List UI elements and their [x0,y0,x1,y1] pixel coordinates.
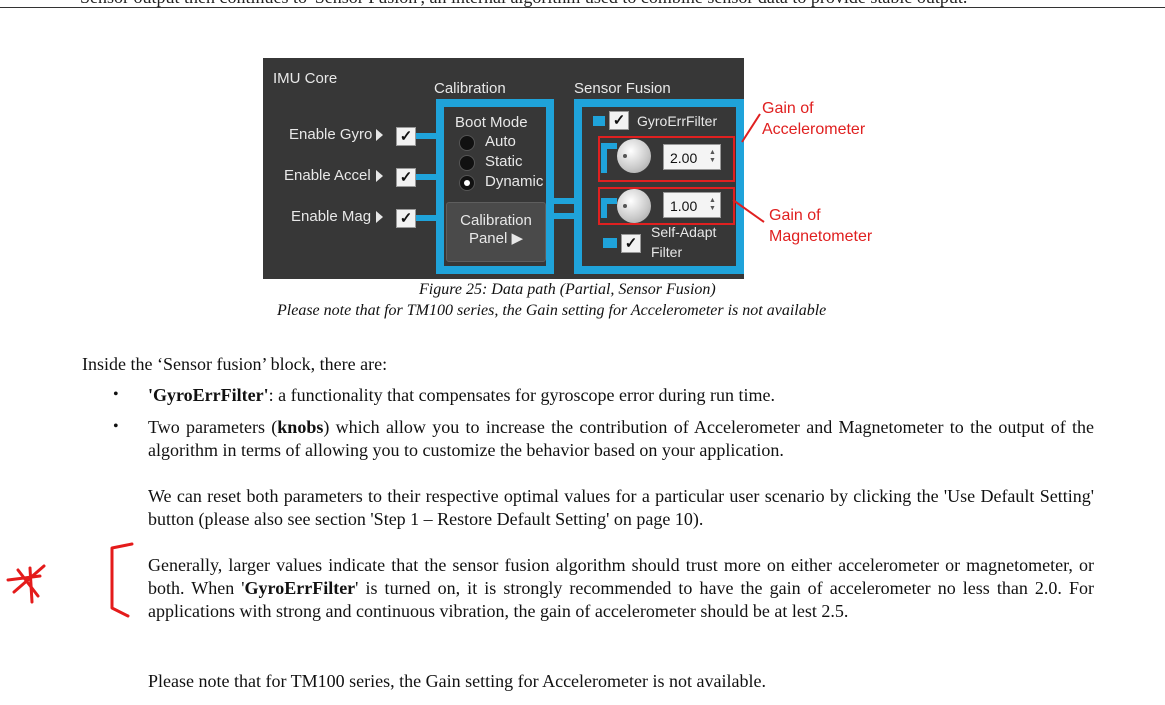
connector-mag [416,215,436,221]
connector-mag-gain [601,198,617,204]
handwritten-star-bracket-mark [6,542,134,618]
connector-mag-gain-v [601,198,607,218]
enable-mag-checkbox[interactable]: ✓ [396,209,416,228]
gyro-filter-label: GyroErrFilter [637,113,718,129]
arrow-right-icon [376,211,383,223]
connector-filter [593,116,605,126]
paragraph-note: Please note that for TM100 series, the G… [148,671,766,691]
accel-leader-line [741,113,761,143]
self-adapt-checkbox[interactable]: ✓ [621,234,641,253]
option-static: Static [485,153,523,170]
accel-annotation-line1: Gain of [762,100,814,117]
mark-stroke [28,566,34,604]
mark-stroke [16,568,40,598]
mag-gain-highlight [598,187,735,225]
connector-accel-gain [601,143,607,173]
mag-gain-input[interactable]: 1.00 ▲▼ [663,192,721,218]
mag-annotation-line2: Magnetometer [769,228,873,245]
bullet-1-text: : a functionality that compensates for g… [268,385,775,405]
calibration-panel-line1: Calibration [460,212,532,229]
top-text-fragment: Sensor output then continues to 'Sensor … [80,0,967,8]
connector-accel [416,174,436,180]
self-adapt-line1: Self-Adapt [651,224,717,240]
bullet-2-marker: • [113,418,119,435]
bullet-1-name: 'GyroErrFilter' [148,385,269,405]
gyro-filter-checkbox[interactable]: ✓ [609,111,629,130]
connector-mid-1 [554,198,574,204]
bullet-2: Two parameters (knobs) which allow you t… [148,416,1094,462]
paragraph-reset: We can reset both parameters to their re… [148,486,1094,529]
spinner-icon[interactable]: ▲▼ [709,197,716,212]
enable-mag-label: Enable Mag [291,208,372,225]
arrow-right-icon [376,170,383,182]
radio-auto[interactable] [459,135,475,151]
bullet-2-bold: knobs [277,417,324,437]
accel-gain-input[interactable]: 2.00 ▲▼ [663,144,721,170]
radio-dynamic[interactable] [459,175,475,191]
enable-accel-checkbox[interactable]: ✓ [396,168,416,187]
calibration-panel-line2: Panel ▶ [468,230,524,247]
connector-gyro [416,133,436,139]
figure-panel: IMU Core Calibration Sensor Fusion Enabl… [263,58,744,279]
calibration-panel-button[interactable]: Calibration Panel ▶ [446,202,546,262]
option-dynamic: Dynamic [485,173,544,190]
bullet-1-marker: • [113,386,119,403]
general-part-2: ' is turned on, it is strongly recommend… [148,578,1094,621]
cut-off-top-text: Sensor output then continues to 'Sensor … [0,0,1165,10]
figure-caption: Figure 25: Data path (Partial, Sensor Fu… [419,281,716,298]
mark-stroke [12,564,46,594]
figure-caption-note: Please note that for TM100 series, the G… [277,302,827,319]
accel-gain-highlight [598,136,735,182]
boot-mode-label: Boot Mode [455,114,528,131]
enable-accel-label: Enable Accel [284,167,371,184]
accel-gain-knob[interactable] [617,139,651,173]
spinner-icon[interactable]: ▲▼ [709,149,716,164]
mark-bracket [110,542,134,618]
bullet-2-post: ) which allow you to increase the contri… [148,417,1094,460]
connector-mid-2 [554,213,574,219]
radio-static[interactable] [459,155,475,171]
calibration-title: Calibration [434,80,506,97]
mag-gain-value: 1.00 [670,198,698,214]
general-bold: GyroErrFilter [244,578,356,598]
mag-leader-line [732,199,765,223]
paragraph-general: Generally, larger values indicate that t… [148,554,1094,623]
bullet-2-pre: Two parameters ( [148,417,278,437]
connector-accel-gain-h [601,143,617,149]
general-part-1: Generally, larger values indicate that t… [148,555,1094,598]
top-rule [0,7,1165,8]
sensor-fusion-title: Sensor Fusion [574,80,671,97]
accel-gain-value: 2.00 [670,150,698,166]
accel-annotation-line2: Accelerometer [762,121,866,138]
arrow-right-icon [376,129,383,141]
option-auto: Auto [485,133,516,150]
enable-gyro-checkbox[interactable]: ✓ [396,127,416,146]
bullet-1: 'GyroErrFilter': a functionality that co… [148,384,1098,407]
accel-annotation: Gain of Accelerometer [762,98,865,140]
self-adapt-line2: Filter [651,244,683,260]
enable-gyro-label: Enable Gyro [289,126,373,143]
connector-self-adapt [603,238,617,248]
mag-annotation-line1: Gain of [769,207,821,224]
imu-core-title: IMU Core [273,70,338,87]
mag-annotation: Gain of Magnetometer [769,205,872,247]
intro-text: Inside the ‘Sensor fusion’ block, there … [82,354,388,374]
mag-gain-knob[interactable] [617,189,651,223]
